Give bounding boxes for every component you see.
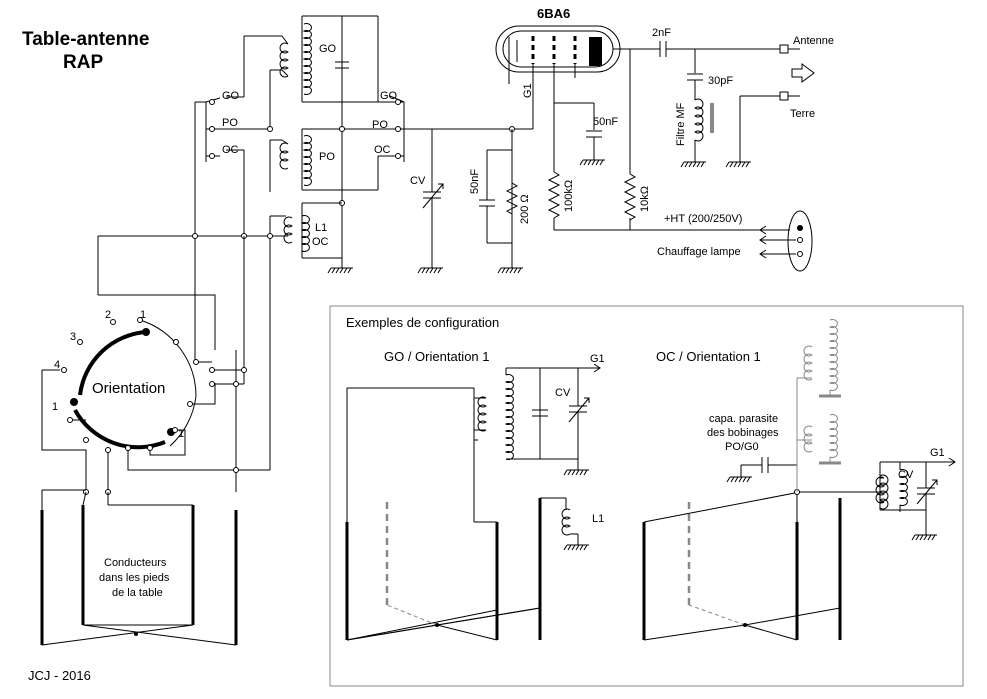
label-ht: +HT (200/250V) <box>664 213 742 225</box>
example-go-cv: CV <box>555 387 571 399</box>
example-oc-cv: CV <box>898 469 914 481</box>
table-legs <box>40 489 238 646</box>
example-go-circuit <box>345 363 601 641</box>
coil-label-go: GO <box>319 43 337 55</box>
label-cap-30pf: 30pF <box>708 75 733 87</box>
switch-label-po-right: PO <box>372 119 388 131</box>
legs-label-1: Conducteurs <box>104 557 167 569</box>
label-res-200: 200 Ω <box>519 194 531 224</box>
dial-num-1-top: 1 <box>140 309 146 321</box>
example-go-title: GO / Orientation 1 <box>384 349 490 364</box>
title-line2: RAP <box>63 52 103 73</box>
resistor-200 <box>505 182 519 215</box>
tube-name: 6BA6 <box>537 6 570 21</box>
orientation-label: Orientation <box>92 380 165 397</box>
coil-label-l1: L1 <box>315 222 327 234</box>
dial-num-4: 4 <box>54 359 60 371</box>
resistor-100k <box>547 171 561 219</box>
switch-label-po-left: PO <box>222 117 238 129</box>
example-oc-parasitic-1: capa. parasite <box>709 413 778 425</box>
example-oc-circuit <box>642 319 956 641</box>
example-oc-parasitic-3: PO/G0 <box>725 441 759 453</box>
switch-label-oc-right: OC <box>374 144 391 156</box>
example-oc-g1: G1 <box>930 447 945 459</box>
switch-label-go-left: GO <box>222 90 240 102</box>
switch-label-oc-left: OC <box>222 144 239 156</box>
switch-contacts <box>209 95 405 162</box>
coil-go <box>279 23 312 95</box>
coil-label-oc: OC <box>312 236 329 248</box>
examples-frame <box>329 305 964 687</box>
coil-po <box>279 135 312 186</box>
tube-g1-label: G1 <box>522 83 534 98</box>
label-cap-50nf-b: 50nF <box>593 116 618 128</box>
coil-label-po: PO <box>319 151 335 163</box>
label-cap-50nf-a: 50nF <box>469 169 481 194</box>
example-go-g1: G1 <box>590 353 605 365</box>
dial-num-2: 2 <box>105 309 111 321</box>
examples-title: Exemples de configuration <box>346 315 499 330</box>
coil-l1 <box>283 215 310 252</box>
legs-label-2: dans les pieds <box>99 572 170 584</box>
main-circuit <box>97 15 815 470</box>
example-oc-parasitic-2: des bobinages <box>707 427 779 439</box>
label-terre: Terre <box>790 108 815 120</box>
label-res-100k: 100kΩ <box>563 180 575 212</box>
tube-6ba6 <box>495 25 621 73</box>
switch-label-go-right: GO <box>380 90 398 102</box>
example-oc-title: OC / Orientation 1 <box>656 349 761 364</box>
coil-filtre-mf <box>694 98 704 142</box>
label-cv: CV <box>410 175 426 187</box>
example-go-l1: L1 <box>592 513 604 525</box>
orientation-switch <box>41 236 270 495</box>
label-filtre-mf: Filtre MF <box>675 102 687 146</box>
credit: JCJ - 2016 <box>28 668 91 683</box>
resistor-10k <box>623 173 637 221</box>
legs-label-3: de la table <box>112 587 163 599</box>
title-line1: Table-antenne <box>22 29 149 50</box>
label-chauffage: Chauffage lampe <box>657 246 741 258</box>
label-antenne: Antenne <box>793 35 834 47</box>
dial-num-1-left: 1 <box>52 401 58 413</box>
label-res-10k: 10kΩ <box>639 186 651 212</box>
dial-num-1-right: 1 <box>178 428 184 440</box>
label-cap-2nf: 2nF <box>652 27 671 39</box>
dial-num-3: 3 <box>70 331 76 343</box>
